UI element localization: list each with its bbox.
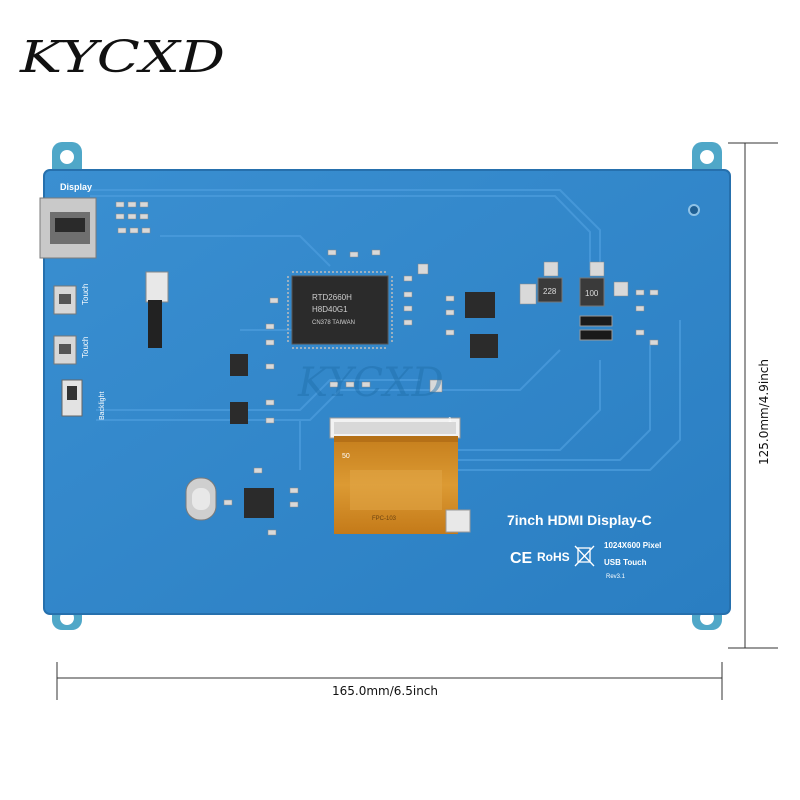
ribbon-label: FPC-103 [372, 516, 397, 522]
board-revision: Rev3.1 [606, 574, 626, 580]
chip-text-2: H8D40G1 [312, 305, 348, 314]
inductor-left-label: 228 [543, 287, 557, 296]
pcb-board: Display Touch Touch Backlight RTD2660H H… [39, 142, 731, 630]
brand-logo: KYCXD [19, 32, 225, 83]
ribbon-mark-right: 1 [448, 417, 452, 424]
ribbon-mark-left: 50 [342, 453, 350, 460]
watermark: KYCXD [297, 360, 444, 406]
mount-hole-tl [60, 150, 74, 164]
label-backlight: Backlight [99, 392, 106, 420]
weee-icon [574, 545, 595, 567]
mount-hole-tr [700, 150, 714, 164]
chip-text-1: RTD2660H [312, 293, 352, 302]
width-dimension [56, 662, 723, 700]
label-touch-upper: Touch [81, 284, 90, 305]
height-dimension [728, 142, 778, 649]
inductor-right-label: 100 [585, 289, 599, 298]
cert-rohs: RoHS [537, 550, 570, 564]
label-touch-lower: Touch [81, 337, 90, 358]
width-label: 165.0mm/6.5inch [332, 684, 438, 698]
board-touch: USB Touch [604, 558, 647, 567]
main-chip [291, 275, 389, 345]
chip-text-3: CN378 TAIWAN [312, 320, 355, 326]
label-display: Display [60, 182, 92, 192]
board-resolution: 1024X600 Pixel [604, 541, 661, 550]
board-title: 7inch HDMI Display-C [507, 512, 652, 528]
cert-ce: CE [510, 550, 533, 567]
height-label: 125.0mm/4.9inch [757, 359, 771, 465]
